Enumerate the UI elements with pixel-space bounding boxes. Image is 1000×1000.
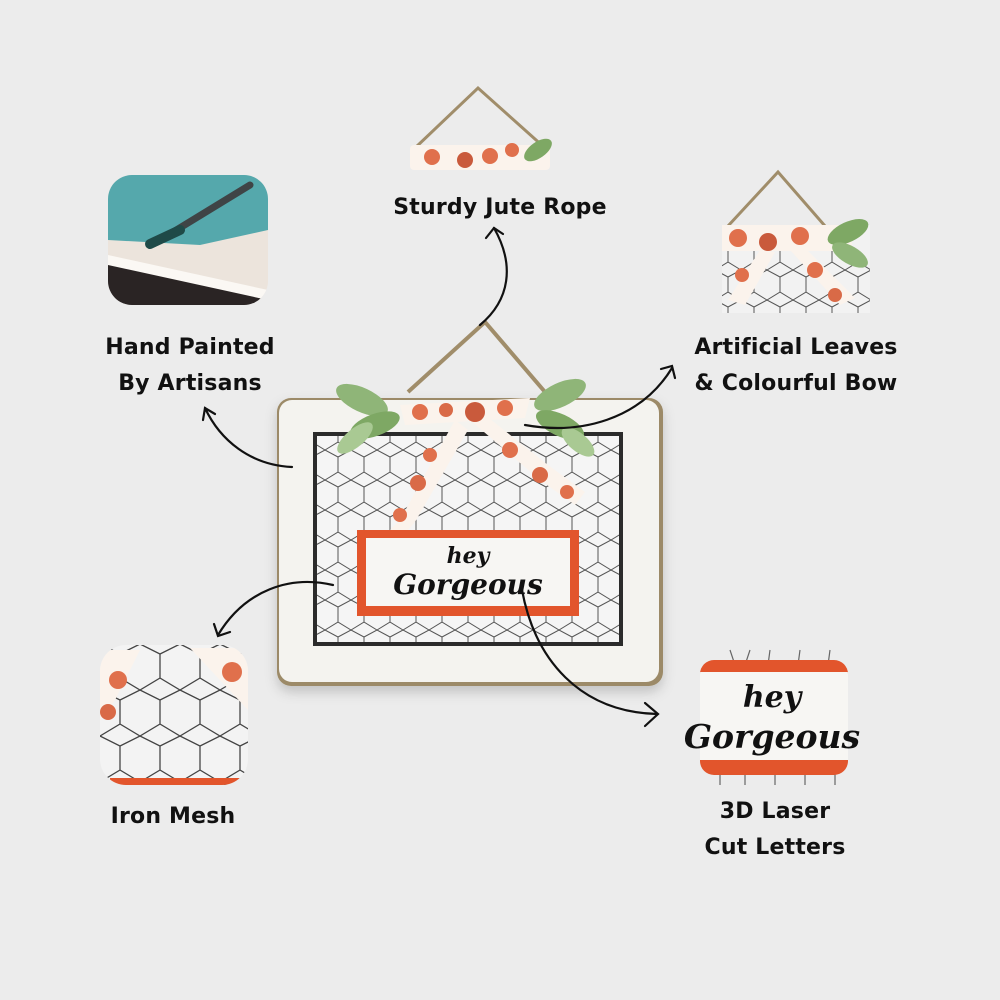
thumb-text-gorgeous: Gorgeous xyxy=(684,717,860,756)
label-leaves-bow: Artificial Leaves & Colourful Bow xyxy=(680,330,912,402)
sign-text-gorgeous: Gorgeous xyxy=(393,568,543,601)
arrow-iron-mesh xyxy=(216,581,335,637)
thumb-text-hey: hey xyxy=(743,680,804,715)
label-laser-cut: 3D Laser Cut Letters xyxy=(690,794,860,866)
main-product: hey Gorgeous xyxy=(277,319,663,686)
arrow-laser-cut xyxy=(520,588,659,716)
label-hand-painted-line2: By Artisans xyxy=(118,371,262,396)
jute-rope-thumbnail xyxy=(410,85,552,170)
jute-rope xyxy=(406,319,547,394)
arrow-iron-mesh-head xyxy=(212,622,232,638)
floral-bow xyxy=(380,398,585,545)
label-hand-painted-line1: Hand Painted xyxy=(105,335,275,360)
label-leaves-bow-line2: & Colourful Bow xyxy=(694,371,898,396)
arrow-leaves-bow xyxy=(523,366,674,429)
sign-text-hey: hey xyxy=(447,543,492,569)
label-iron-mesh: Iron Mesh xyxy=(93,799,253,835)
artificial-leaves xyxy=(336,378,595,457)
arrow-laser-cut-head xyxy=(643,701,660,728)
label-iron-mesh-text: Iron Mesh xyxy=(110,804,236,829)
letters-thumbnail: hey Gorgeous xyxy=(684,649,860,785)
bow-leaves-thumbnail xyxy=(722,169,870,313)
label-laser-cut-line2: Cut Letters xyxy=(704,835,846,860)
callout-arrows xyxy=(201,226,677,728)
arrow-hand-painted xyxy=(203,406,294,469)
arrow-hand-painted-head xyxy=(201,406,217,422)
label-jute-rope: Sturdy Jute Rope xyxy=(362,190,638,226)
label-hand-painted: Hand Painted By Artisans xyxy=(90,330,290,402)
mesh-thumbnail xyxy=(100,645,248,785)
label-laser-cut-line1: 3D Laser xyxy=(719,799,831,824)
paintbrush-thumbnail xyxy=(108,175,268,305)
arrow-jute-rope xyxy=(478,226,508,327)
label-jute-rope-text: Sturdy Jute Rope xyxy=(393,195,607,220)
arrow-jute-rope-head xyxy=(484,226,505,240)
label-leaves-bow-line1: Artificial Leaves xyxy=(694,335,898,360)
arrow-leaves-bow-head xyxy=(659,364,677,380)
hey-gorgeous-sign: hey Gorgeous xyxy=(357,530,579,616)
